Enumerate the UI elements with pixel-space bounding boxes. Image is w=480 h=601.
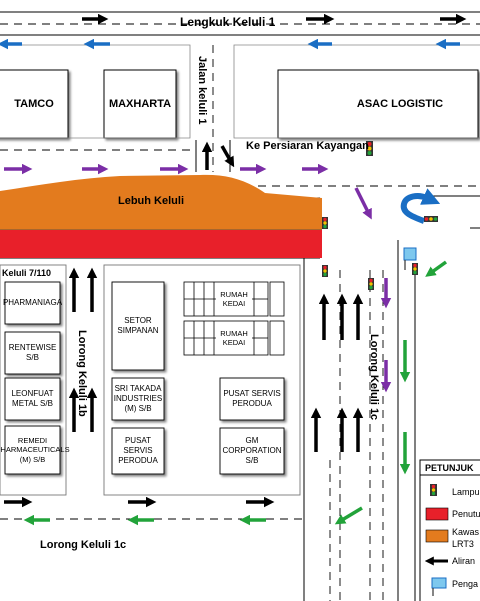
building-pusat2	[219, 377, 285, 421]
traffic-light-icon	[322, 217, 328, 229]
building-label-rentewise: RENTEWISE S/B	[8, 343, 57, 362]
building-label-gm: GM CORPORATION S/B	[222, 436, 282, 465]
building-label-leonfuat: LEONFUAT METAL S/B	[11, 389, 54, 408]
building-label-pusat1: PUSAT SERVIS PERODUA	[118, 436, 158, 465]
lrt3-zone	[0, 174, 322, 230]
building-setor	[111, 281, 165, 371]
buildings-top	[0, 69, 479, 139]
legend-item-kawasan: Kawas	[452, 527, 480, 537]
building-pusat1	[111, 427, 165, 475]
building-label-tamco: TAMCO	[14, 98, 54, 111]
signboard-icon	[403, 247, 417, 270]
building-label-remedi: REMEDI PHARMACEUTICALS (M) S/B	[0, 435, 70, 464]
road-label-lorong-1c-h: Lorong Keluli 1c	[40, 539, 127, 551]
block-top-right	[233, 44, 480, 139]
road-label-jalan: Jalan keluli 1	[196, 56, 208, 125]
black-arrow	[220, 145, 235, 168]
building-remedi	[4, 425, 61, 475]
building-gm	[219, 427, 285, 475]
road-closure	[0, 230, 322, 258]
road-label-keluli-7110: Keluli 7/110	[2, 268, 52, 278]
buildings-lower	[4, 281, 285, 475]
traffic-arrows	[0, 13, 467, 526]
building-maxharta	[103, 69, 177, 139]
traffic-light-icon	[322, 265, 328, 277]
purple-arrow	[354, 187, 372, 220]
u-turn-arrow	[400, 188, 441, 224]
traffic-light-icon	[412, 263, 418, 275]
road-label-lorong-1c-v: Lorong Keluli 1c	[368, 334, 380, 421]
green-arrow	[425, 260, 448, 277]
building-tamco	[0, 69, 69, 139]
legend-signboard-icon	[431, 577, 447, 596]
legend-item-lrt3: LRT3	[452, 539, 474, 549]
building-label-pharmaniaga: PHARMANIAGA	[2, 298, 63, 307]
building-leonfuat	[4, 377, 61, 421]
traffic-light-icon	[424, 216, 438, 222]
legend-title: PETUNJUK	[425, 463, 474, 473]
building-label-rumah1: RUMAH KEDAI	[220, 289, 248, 308]
legend-closure-swatch	[425, 507, 449, 521]
building-rentewise	[4, 331, 61, 375]
legend-item-lampu: Lampu	[452, 487, 480, 497]
traffic-lights	[322, 141, 438, 290]
green-arrow	[334, 506, 363, 525]
road-label-lebuh: Lebuh Keluli	[118, 195, 184, 207]
building-label-sri-takada: SRI TAKADA INDUSTRIES (M) S/B	[113, 384, 163, 413]
legend-traffic-light-icon	[430, 484, 437, 496]
building-asac	[277, 69, 479, 139]
building-label-maxharta: MAXHARTA	[108, 98, 172, 111]
legend-item-aliran: Aliran	[452, 556, 476, 566]
road-label-lorong-1b: Lorong Keluli 1b	[76, 330, 88, 417]
building-sri-takada	[111, 377, 165, 421]
road-label-persiaran: Ke Persiaran Kayangan	[246, 140, 369, 152]
building-label-asac: ASAC LOGISTIC	[356, 98, 444, 111]
rumah-kedai-grid	[183, 281, 269, 356]
building-label-pusat2: PUSAT SERVIS PERODUA	[223, 389, 281, 408]
legend-lrt-swatch	[425, 529, 449, 543]
road-label-lengkuk: Lengkuk Keluli 1	[180, 15, 276, 29]
building-label-rumah2: RUMAH KEDAI	[220, 328, 248, 347]
traffic-light-icon	[368, 278, 374, 290]
rumah-kedai-edge	[269, 281, 285, 356]
legend-item-penutup: Penutu	[452, 509, 480, 519]
traffic-light-icon	[366, 141, 373, 156]
building-pharmaniaga	[4, 281, 61, 325]
building-label-setor: SETOR SIMPANAN	[117, 316, 159, 335]
legend-item-pengalihan: Penga	[452, 579, 479, 589]
